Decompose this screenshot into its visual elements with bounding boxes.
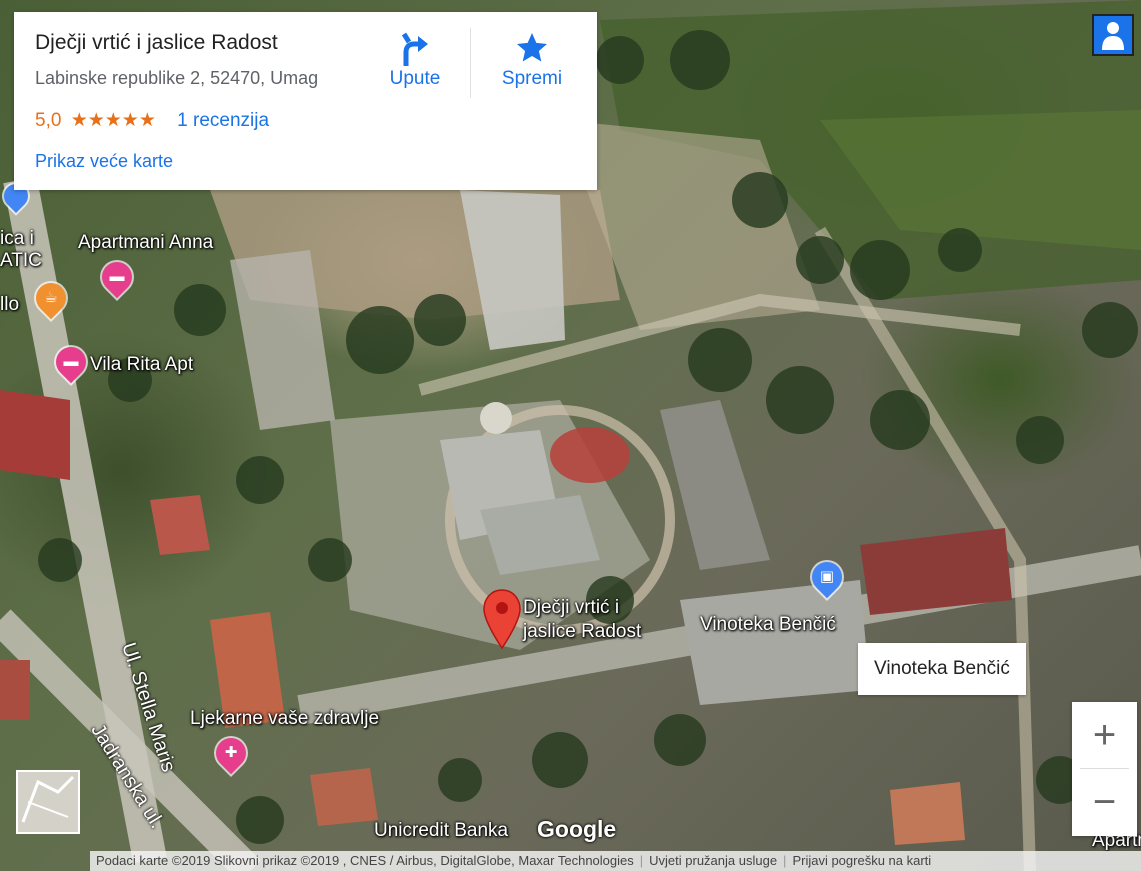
- map-type-toggle[interactable]: [16, 770, 80, 834]
- rating-value: 5,0: [35, 110, 62, 131]
- hotel-pin-vila-rita[interactable]: ▬: [49, 340, 93, 384]
- larger-map-link[interactable]: Prikaz veće karte: [35, 151, 174, 171]
- zoom-controls: + −: [1072, 702, 1137, 836]
- attribution-separator: |: [639, 853, 644, 868]
- poi-label-atic-edge[interactable]: ATIC: [0, 250, 42, 271]
- poi-label-main-place[interactable]: Dječji vrtić i jaslice Radost: [523, 596, 673, 644]
- poi-label-unicredit[interactable]: Unicredit Banka: [374, 820, 509, 841]
- place-title: Dječji vrtić i jaslice Radost: [35, 31, 278, 54]
- bed-icon: ▬: [63, 353, 79, 370]
- poi-label-apartmani-anna[interactable]: Apartmani Anna: [78, 232, 214, 253]
- bed-icon: ▬: [109, 268, 125, 285]
- report-error-link[interactable]: Prijavi pogrešku na karti: [792, 853, 932, 868]
- street-view-pegman-button[interactable]: [1092, 14, 1134, 56]
- google-logo: Google: [537, 816, 617, 842]
- directions-icon: [369, 30, 461, 68]
- zoom-out-button[interactable]: −: [1092, 780, 1117, 824]
- poi-label-llo-edge[interactable]: llo: [0, 294, 20, 315]
- main-place-label-text: Dječji vrtić i jaslice Radost: [523, 597, 642, 642]
- zoom-divider: [1080, 768, 1129, 769]
- reviews-link[interactable]: 1 recenzija: [177, 110, 270, 131]
- attribution-bar: Podaci karte ©2019 Slikovni prikaz ©2019…: [90, 851, 1141, 871]
- rating-row: 5,0 ★★★★★ 1 recenzija: [35, 109, 269, 132]
- map-data-attribution: Podaci karte ©2019 Slikovni prikaz ©2019…: [96, 853, 634, 868]
- map-thumbnail-icon: [18, 772, 78, 832]
- rating-stars-icon: ★★★★★: [70, 110, 156, 131]
- card-divider: [470, 28, 471, 98]
- hover-tooltip: Vinoteka Benčić: [858, 643, 1026, 695]
- directions-button[interactable]: Upute: [369, 30, 461, 90]
- shopping-bag-icon: ▣: [819, 568, 835, 585]
- poi-label-vila-rita[interactable]: Vila Rita Apt: [90, 354, 194, 375]
- coffee-cup-icon: ☕: [44, 289, 58, 306]
- terms-link[interactable]: Uvjeti pružanja usluge: [649, 853, 778, 868]
- directions-label: Upute: [389, 68, 441, 89]
- attribution-separator: |: [783, 853, 787, 868]
- place-info-card: Dječji vrtić i jaslice Radost Labinske r…: [14, 12, 597, 190]
- poi-label-vinoteka[interactable]: Vinoteka Benčić: [700, 614, 836, 635]
- zoom-in-button[interactable]: +: [1092, 713, 1117, 757]
- pharmacy-pin[interactable]: ✚: [209, 731, 253, 775]
- hotel-pin-anna[interactable]: ▬: [95, 255, 139, 299]
- poi-label-ljekarne[interactable]: Ljekarne vaše zdravlje: [190, 708, 380, 729]
- shop-pin-vinoteka[interactable]: ▣: [805, 555, 849, 599]
- person-icon: [1102, 22, 1124, 50]
- save-label: Spremi: [501, 68, 563, 89]
- pharmacy-cross-icon: ✚: [224, 744, 238, 761]
- poi-label-ica-edge[interactable]: ica i: [0, 228, 34, 249]
- star-icon: [486, 30, 578, 68]
- place-address: Labinske republike 2, 52470, Umag: [35, 68, 319, 88]
- selected-place-marker[interactable]: [482, 588, 522, 652]
- cafe-pin[interactable]: ☕: [29, 276, 73, 320]
- save-button[interactable]: Spremi: [486, 30, 578, 90]
